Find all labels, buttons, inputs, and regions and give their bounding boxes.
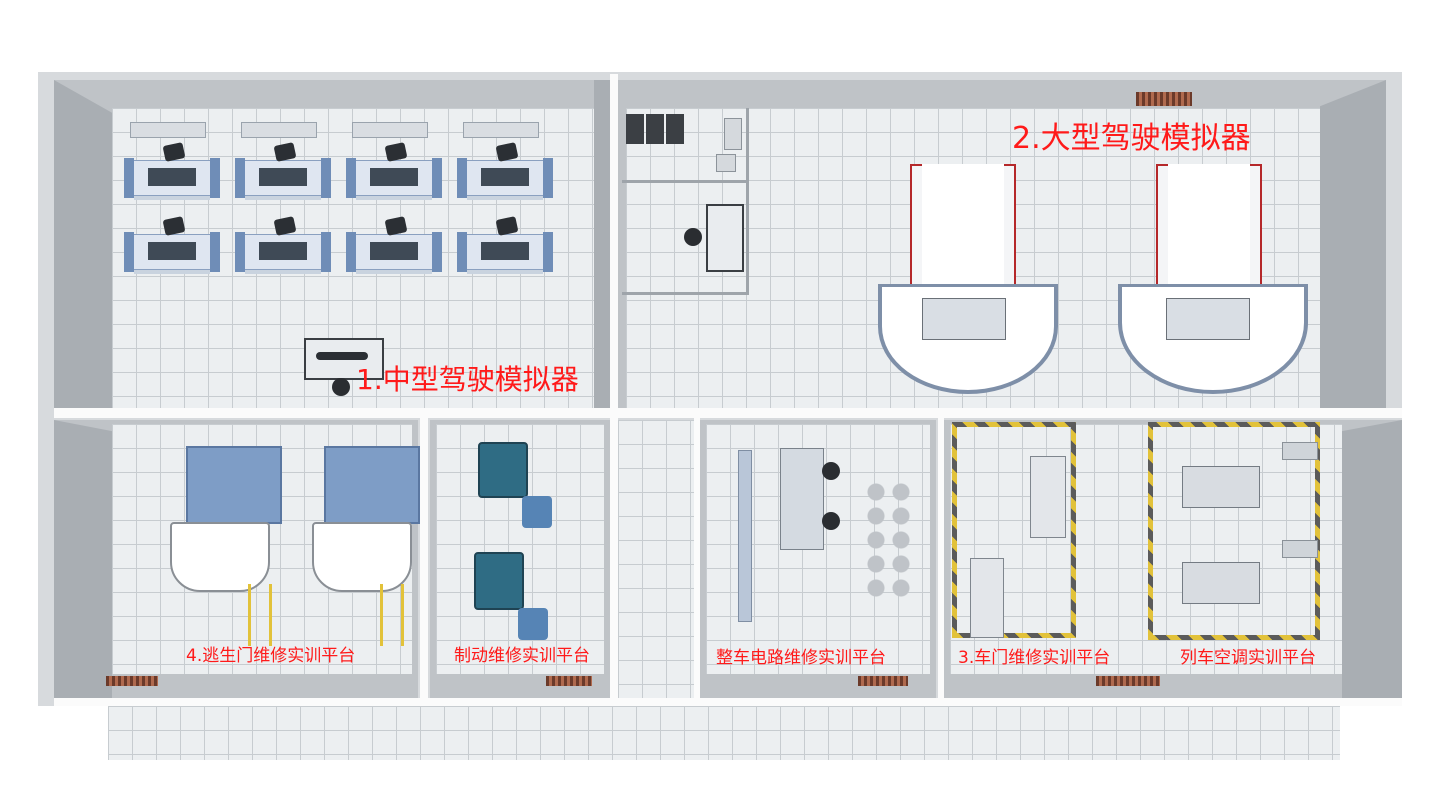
- wall-cap-circuit: [694, 418, 700, 706]
- room4-wall-left: [54, 420, 112, 698]
- label-brake: 制动维修实训平台: [454, 646, 590, 666]
- room1-bench-3: [352, 122, 428, 138]
- large-simulator-cabin-1: [910, 164, 1016, 344]
- workstation: [235, 216, 331, 276]
- brake-unit: [474, 552, 524, 610]
- control-desk: [706, 204, 744, 272]
- brake-pump: [518, 608, 548, 640]
- workstation: [124, 216, 220, 276]
- server-rack: [626, 114, 644, 144]
- chair: [822, 462, 840, 480]
- aircon-duct: [1282, 442, 1318, 460]
- cabinet: [716, 154, 736, 172]
- room1-bench-2: [241, 122, 317, 138]
- wall-cap-bottom: [54, 698, 1402, 706]
- door-unit: [970, 558, 1004, 638]
- workstation: [235, 142, 331, 202]
- wall-panel: [738, 450, 752, 622]
- workstation: [346, 216, 442, 276]
- cockpit-console-1: [922, 298, 1006, 340]
- server-rack: [666, 114, 684, 144]
- escape-door-cab-1: [170, 522, 270, 592]
- bottom-corridor-floor: [108, 706, 1340, 760]
- brake-pump: [522, 496, 552, 528]
- cabinet: [724, 118, 742, 150]
- label-aircon: 列车空调实训平台: [1180, 648, 1316, 668]
- circuit-bench: [780, 448, 824, 550]
- large-simulator-cabin-2: [1156, 164, 1262, 344]
- room1-wall-left: [54, 80, 112, 408]
- workstation: [457, 142, 553, 202]
- cockpit-console-2: [1166, 298, 1250, 340]
- brake-unit: [478, 442, 528, 498]
- chair: [822, 512, 840, 530]
- escape-ramp-2: [380, 584, 404, 646]
- aircon-unit: [1182, 562, 1260, 604]
- workstation: [346, 142, 442, 202]
- control-room-divider: [622, 180, 746, 183]
- door-unit: [1030, 456, 1066, 538]
- label-escape-door: 4.逃生门维修实训平台: [186, 646, 356, 666]
- instructor-chair: [332, 378, 350, 396]
- instructor-monitor: [316, 352, 368, 360]
- floor-vent: [1096, 676, 1160, 686]
- wall-cap-mid-horizontal: [54, 408, 1402, 418]
- stools-grid: [864, 480, 914, 602]
- ceiling-vent: [1136, 92, 1192, 106]
- wall-cap-door: [938, 418, 944, 706]
- central-corridor-floor: [618, 420, 694, 706]
- room2-wall-right: [1320, 80, 1386, 408]
- escape-door-cab-2: [312, 522, 412, 592]
- label-car-door: 3.车门维修实训平台: [958, 648, 1111, 668]
- label-circuit: 整车电路维修实训平台: [716, 648, 886, 668]
- room1-wall-right: [594, 80, 610, 408]
- aircon-unit: [1182, 466, 1260, 508]
- room1-bench-1: [130, 122, 206, 138]
- room3-wall-right: [1342, 420, 1402, 698]
- label-medium-simulator: 1.中型驾驶模拟器: [356, 363, 579, 396]
- wall-cap-brake: [420, 418, 428, 706]
- server-rack: [646, 114, 664, 144]
- workstation: [124, 142, 220, 202]
- wall-cap-mid-vertical: [610, 74, 618, 706]
- escape-door-unit-2: [324, 446, 420, 524]
- control-chair: [684, 228, 702, 246]
- workstation: [457, 216, 553, 276]
- escape-ramp-1: [248, 584, 272, 646]
- control-room: [622, 108, 749, 295]
- room1-bench-4: [463, 122, 539, 138]
- floor-vent: [106, 676, 158, 686]
- floor-vent: [858, 676, 908, 686]
- label-large-simulator: 2.大型驾驶模拟器: [1012, 121, 1251, 156]
- aircon-duct: [1282, 540, 1318, 558]
- floor-vent: [546, 676, 592, 686]
- escape-door-unit-1: [186, 446, 282, 524]
